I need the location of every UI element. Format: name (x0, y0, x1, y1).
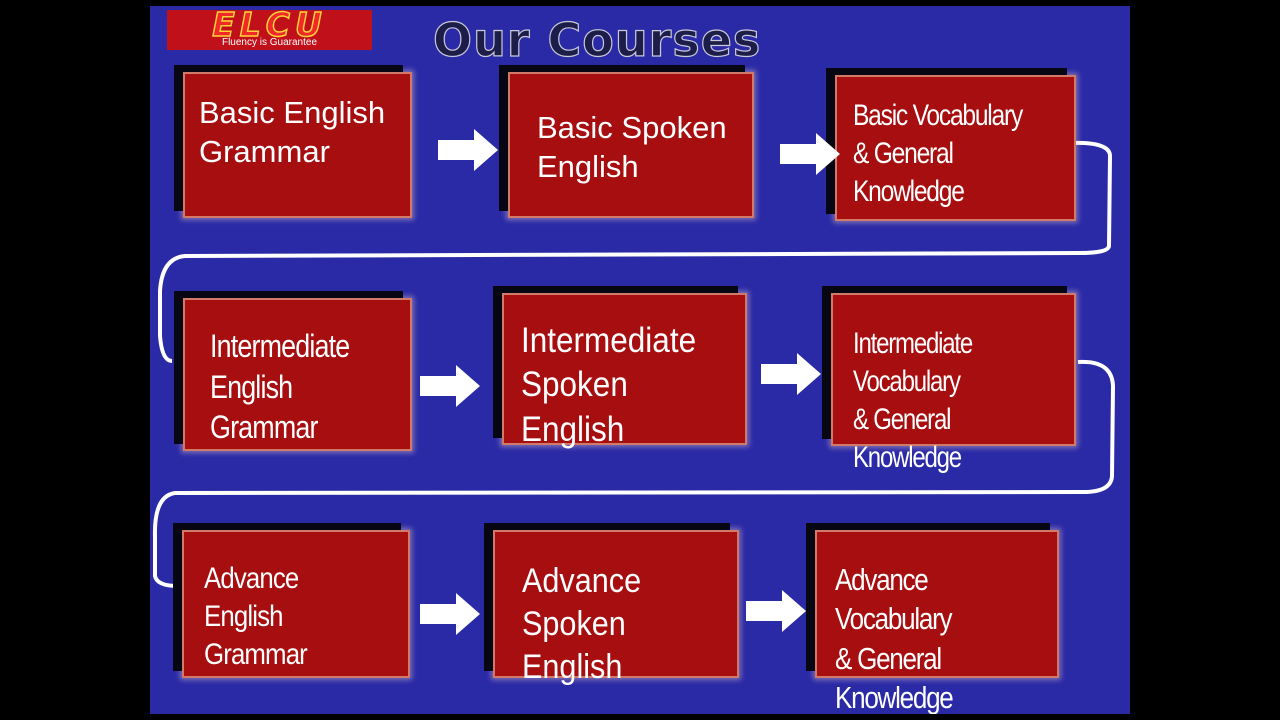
course-label: Basic Vocabulary & General Knowledge (853, 99, 1023, 209)
logo-text: ELCU (211, 6, 327, 44)
course-box-intermediate-english-grammar: Intermediate English Grammar (183, 298, 412, 451)
course-box-basic-english-grammar: Basic English Grammar (183, 72, 412, 218)
right-arrow-icon (746, 590, 806, 632)
course-box-intermediate-spoken-english: Intermediate Spoken English (502, 293, 747, 449)
connector-line (152, 140, 1115, 588)
course-label: Advance Spoken English (522, 562, 642, 687)
slide: ELCU Fluency is Guarantee Our Courses Ba… (150, 6, 1130, 714)
right-arrow-icon (780, 133, 840, 175)
course-label: Intermediate Vocabulary & General Knowle… (853, 327, 973, 475)
course-label: Basic English Grammar (199, 95, 386, 170)
right-arrow-icon (420, 365, 480, 407)
page-title: Our Courses (432, 12, 762, 67)
right-arrow-icon (420, 593, 480, 635)
right-arrow-icon (761, 353, 821, 395)
logo: ELCU Fluency is Guarantee (167, 6, 372, 50)
course-box-advance-vocabulary: Advance Vocabulary & General Knowledge (815, 530, 1059, 714)
course-box-basic-spoken-english: Basic Spoken English (508, 72, 754, 218)
course-label: Intermediate Spoken English (521, 321, 697, 449)
course-box-advance-english-grammar: Advance English Grammar (182, 530, 410, 678)
course-label: Basic Spoken English (537, 110, 727, 185)
course-box-basic-vocabulary: Basic Vocabulary & General Knowledge (835, 75, 1076, 221)
course-box-advance-spoken-english: Advance Spoken English (493, 530, 739, 686)
course-box-intermediate-vocabulary: Intermediate Vocabulary & General Knowle… (831, 293, 1076, 474)
right-arrow-icon (438, 129, 498, 171)
course-label: Intermediate English Grammar (210, 328, 350, 446)
logo-tagline: Fluency is Guarantee (221, 37, 318, 48)
course-label: Advance Vocabulary & General Knowledge (835, 562, 954, 714)
course-label: Advance English Grammar (204, 562, 308, 672)
